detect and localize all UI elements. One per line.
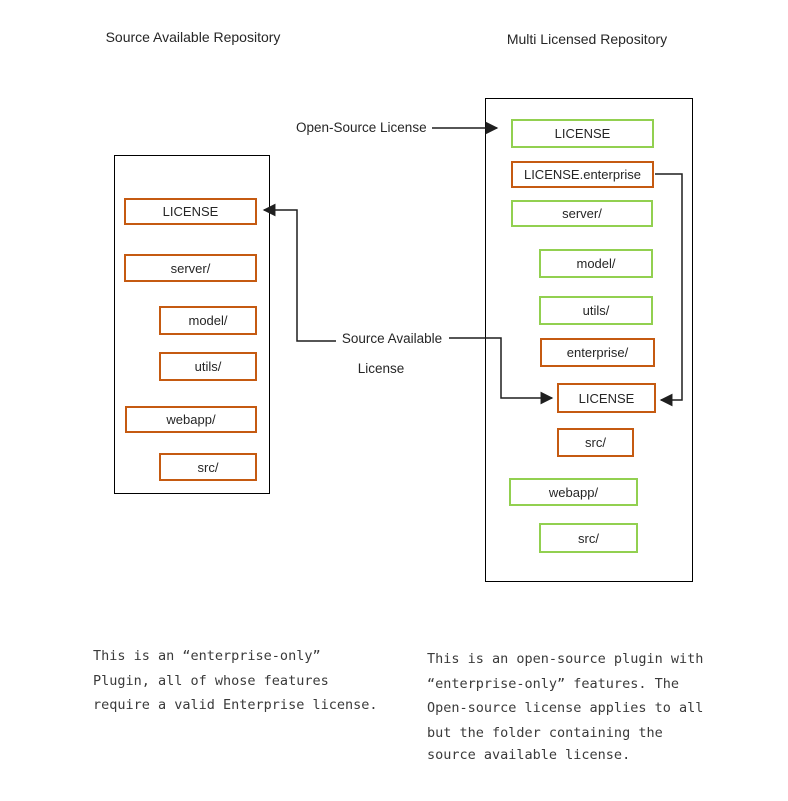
repo-item-model: model/ — [539, 249, 653, 278]
repo-item-webapp: webapp/ — [509, 478, 638, 506]
repo-item-license-enterprise: LICENSE.enterprise — [511, 161, 654, 188]
repo-item-enterprise: enterprise/ — [540, 338, 655, 367]
left-repo-title: Source Available Repository — [105, 29, 281, 45]
repo-item-license: LICENSE — [124, 198, 257, 225]
caption-line: but the folder containing the — [427, 724, 663, 741]
open-source-license-label: Open-Source License — [296, 120, 427, 135]
caption-line: require a valid Enterprise license. — [93, 697, 378, 713]
caption-line: “enterprise-only” features. The — [427, 675, 679, 692]
repo-item-webapp: webapp/ — [125, 406, 257, 433]
repo-item-utils: utils/ — [539, 296, 653, 325]
repo-item-src: src/ — [539, 523, 638, 553]
source-available-label-line2: License — [321, 361, 441, 376]
caption-line: Plugin, all of whose features — [93, 672, 329, 689]
repo-item-model: model/ — [159, 306, 257, 335]
caption-line: source available license. — [427, 746, 631, 763]
left-repo-caption: This is an “enterprise-only” Plugin, all… — [93, 648, 377, 722]
repo-item-license: LICENSE — [511, 119, 654, 148]
source-available-label-line1: Source Available — [332, 331, 452, 346]
repo-item-src-nested: src/ — [557, 428, 634, 457]
repo-item-license-nested: LICENSE — [557, 383, 656, 413]
repo-item-src: src/ — [159, 453, 257, 481]
caption-line: Open-source license applies to all — [427, 700, 704, 716]
repo-item-server: server/ — [124, 254, 257, 282]
repo-item-server: server/ — [511, 200, 653, 227]
right-repo-title: Multi Licensed Repository — [506, 31, 668, 47]
caption-line: This is an open-source plugin with — [427, 651, 704, 667]
caption-line: This is an “enterprise-only” — [93, 648, 321, 664]
repo-item-utils: utils/ — [159, 352, 257, 381]
right-repo-caption: This is an open-source plugin with “ente… — [427, 651, 703, 771]
source-available-to-left-license-arrow — [262, 203, 336, 342]
